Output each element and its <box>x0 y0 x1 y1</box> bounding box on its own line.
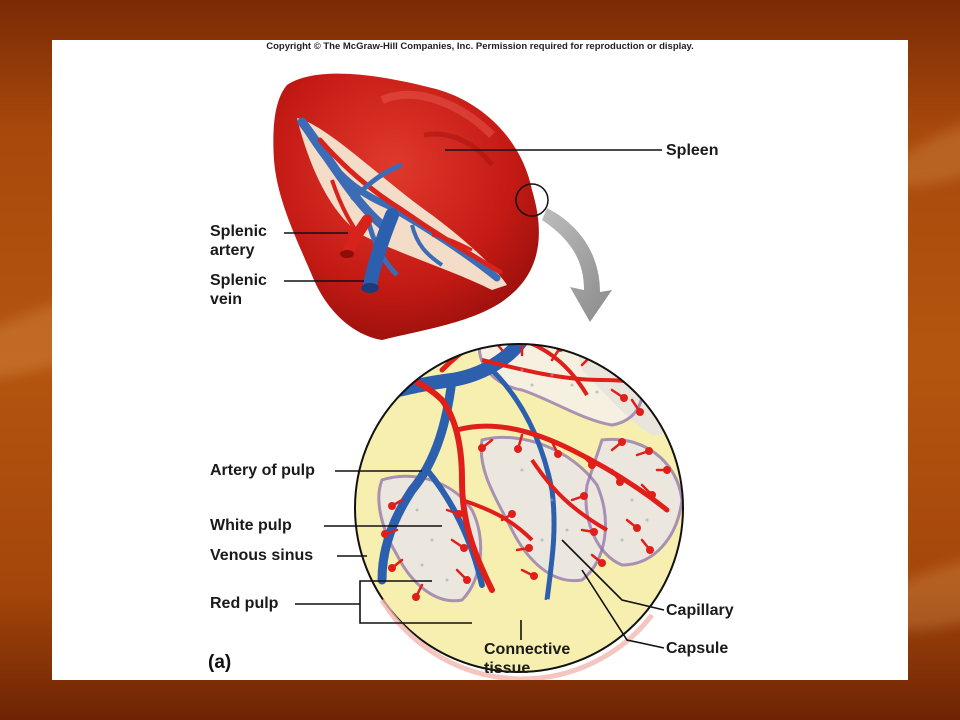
label-splenic-artery-line2: artery <box>210 242 255 259</box>
magnified-pulp-section <box>354 343 684 680</box>
magnify-arrow <box>542 208 612 322</box>
slide-panel: Copyright © The McGraw-Hill Companies, I… <box>52 40 908 680</box>
label-connective-tissue-line1: Connective <box>484 641 571 658</box>
label-splenic-vein-line1: Splenic <box>210 272 267 289</box>
spleen-diagram <box>273 73 684 680</box>
label-capillary: Capillary <box>666 602 734 619</box>
label-red-pulp: Red pulp <box>210 595 279 612</box>
label-splenic-vein-line2: vein <box>210 291 243 308</box>
label-splenic-artery-line1: Splenic <box>210 223 267 240</box>
panel-letter: (a) <box>208 652 232 673</box>
label-splenic-vein: Splenic vein <box>210 271 267 309</box>
label-spleen: Spleen <box>666 142 719 159</box>
label-connective-tissue: Connective tissue <box>484 640 570 678</box>
label-white-pulp: White pulp <box>210 517 292 534</box>
label-connective-tissue-line2: tissue <box>484 660 531 677</box>
label-venous-sinus: Venous sinus <box>210 547 314 564</box>
spleen-organ <box>273 73 549 341</box>
label-capsule: Capsule <box>666 640 729 657</box>
copyright-notice: Copyright © The McGraw-Hill Companies, I… <box>266 41 694 52</box>
label-splenic-artery: Splenic artery <box>210 222 267 260</box>
label-artery-of-pulp: Artery of pulp <box>210 462 315 479</box>
